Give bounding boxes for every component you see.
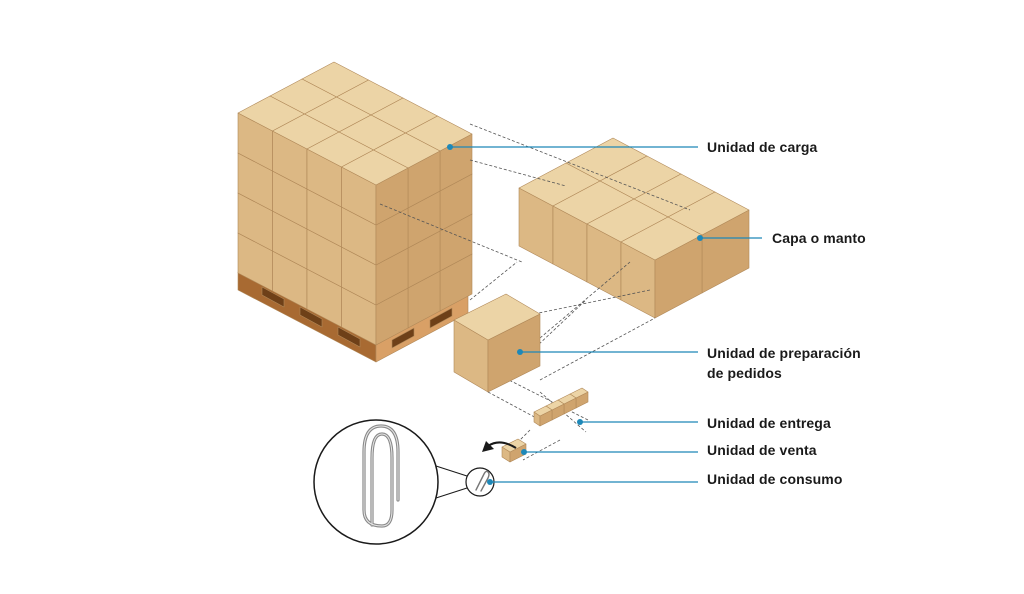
sale-unit-box bbox=[501, 438, 527, 463]
magnifier-large-circle bbox=[313, 419, 439, 545]
box-face bbox=[453, 293, 541, 341]
curved-arrow-icon bbox=[487, 441, 517, 449]
label-unidad-venta-text: Unidad de venta bbox=[707, 442, 817, 458]
small-units bbox=[453, 293, 589, 463]
order-prep-box bbox=[453, 293, 541, 393]
leader-dot bbox=[487, 479, 493, 485]
leader-dot bbox=[577, 419, 583, 425]
dashed-line bbox=[469, 261, 518, 301]
leader-dot bbox=[521, 449, 527, 455]
magnifier-connector-bottom bbox=[435, 487, 468, 499]
label-unidad-carga: Unidad de carga bbox=[707, 137, 817, 157]
label-unidad-carga-text: Unidad de carga bbox=[707, 139, 818, 155]
pallet-slot bbox=[391, 327, 415, 349]
dashed-line bbox=[539, 317, 656, 381]
magnifier-connector-top bbox=[435, 465, 468, 477]
pallet-slot bbox=[429, 307, 453, 329]
layer-box bbox=[620, 216, 703, 319]
delivery-box bbox=[533, 405, 553, 427]
dashed-line bbox=[379, 203, 523, 263]
label-unidad-entrega-text: Unidad de entrega bbox=[707, 415, 831, 431]
paperclip-magnifier bbox=[313, 419, 495, 545]
dashed-line bbox=[487, 391, 541, 421]
pallet-load bbox=[237, 61, 473, 363]
leader-dot bbox=[697, 235, 703, 241]
label-unidad-preparacion-line2: de pedidos bbox=[707, 365, 782, 381]
label-unidad-preparacion-line1: Unidad de preparación bbox=[707, 345, 861, 361]
leader-dot bbox=[447, 144, 453, 150]
label-capa-manto: Capa o manto bbox=[772, 228, 866, 248]
leader-dot bbox=[517, 349, 523, 355]
label-capa-manto-text: Capa o manto bbox=[772, 230, 866, 246]
label-unidad-consumo: Unidad de consumo bbox=[707, 469, 843, 489]
box-face bbox=[501, 438, 527, 453]
box-face bbox=[533, 405, 553, 417]
dashed-line bbox=[522, 439, 561, 461]
box-face bbox=[341, 149, 409, 186]
dashed-line bbox=[469, 123, 691, 211]
paperclip-highlight bbox=[363, 425, 399, 527]
label-unidad-preparacion: Unidad de preparación de pedidos bbox=[707, 343, 877, 383]
pallet-box bbox=[341, 149, 409, 226]
label-unidad-consumo-text: Unidad de consumo bbox=[707, 471, 843, 487]
dashed-line bbox=[469, 159, 567, 187]
leader-lines bbox=[447, 144, 762, 485]
layer-block bbox=[518, 137, 750, 319]
label-unidad-entrega: Unidad de entrega bbox=[707, 413, 831, 433]
pallet-slot bbox=[261, 286, 285, 308]
box-face bbox=[620, 216, 703, 261]
curved-arrow-head bbox=[482, 441, 494, 452]
pallet-slot bbox=[299, 306, 323, 328]
pallet-slot bbox=[337, 326, 361, 348]
paperclip-small-icon bbox=[475, 470, 490, 492]
label-unidad-venta: Unidad de venta bbox=[707, 440, 817, 460]
dashed-line bbox=[504, 377, 589, 421]
